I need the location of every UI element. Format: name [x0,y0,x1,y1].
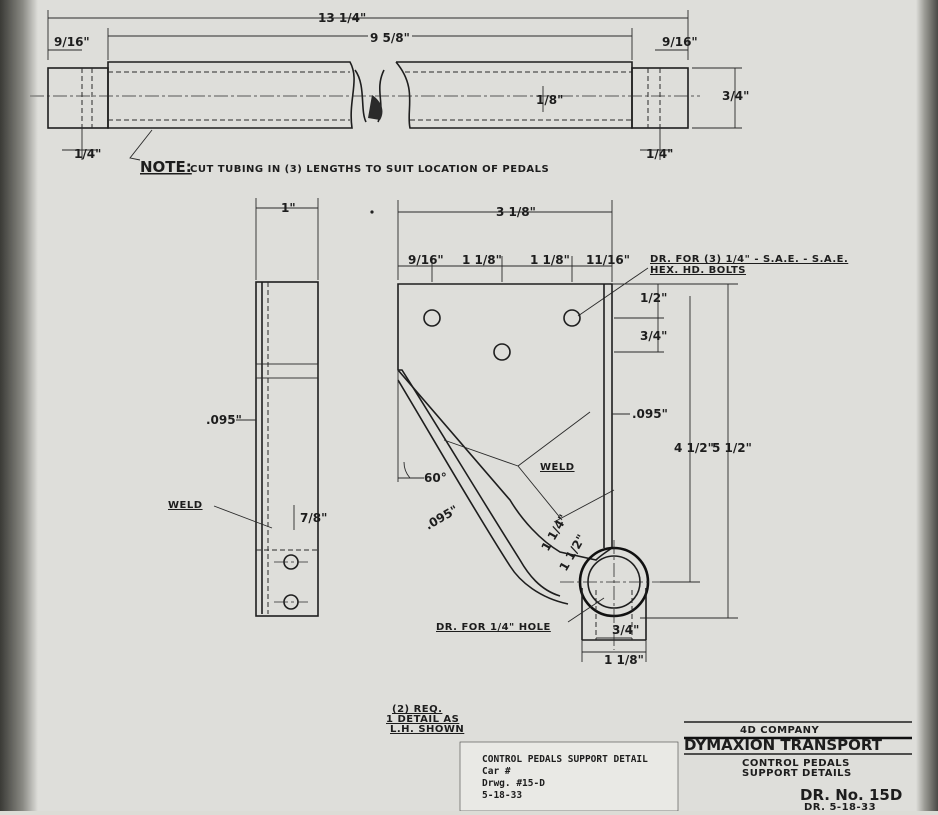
spacing-3-dim: 1 1/8" [530,253,570,267]
right-lower-dim: 1/4" [646,147,673,161]
stamp-line1: CONTROL PEDALS SUPPORT DETAIL [482,754,648,765]
side-weld-label: WELD [168,500,203,511]
center-dim: 1/8" [536,93,563,107]
drill-callout-1: DR. FOR (3) 1/4" - S.A.E. - S.A.E. [650,254,848,265]
stamp-line4: 5-18-33 [482,790,522,801]
side-wall-dim: .095" [206,413,242,427]
project-name: DYMAXION TRANSPORT [684,736,883,754]
front-width-dim: 3 1/8" [496,205,536,219]
view-label-line3: L.H. SHOWN [390,724,464,735]
drawing-number: DR. No. 15D [800,786,902,804]
drawing-date: DR. 5-18-33 [804,802,876,811]
height-inner-dim: 4 1/2" [674,441,714,455]
detail-line2: SUPPORT DETAILS [742,768,852,779]
stamp-line2: Car # [482,766,511,777]
drill-bottom-callout: DR. FOR 1/4" HOLE [436,622,551,633]
hole-v2-dim: 3/4" [640,329,667,343]
overall-length-dim: 13 1/4" [318,11,366,25]
bore-dim: 3/4" [612,623,639,637]
height-outer-dim: 5 1/2" [712,441,752,455]
stamp-line3: Drwg. #15-D [482,778,545,789]
mid-length-dim: 9 5/8" [370,31,410,45]
spacing-2-dim: 1 1/8" [462,253,502,267]
hole-v1-dim: 1/2" [640,291,667,305]
scan-shadow-left [0,0,38,811]
spacing-1-dim: 9/16" [408,253,444,267]
side-view: 1" .095" WELD 7/8" [168,198,327,617]
company-name: 4D COMPANY [740,725,820,736]
note-heading: NOTE: [140,158,192,176]
detail-line1: CONTROL PEDALS [742,758,850,769]
left-lower-dim: 1/4" [74,147,101,161]
side-width-dim: 1" [281,201,296,215]
archive-stamp: CONTROL PEDALS SUPPORT DETAIL Car # Drwg… [459,741,679,812]
view-label: (2) REQ. 1 DETAIL AS L.H. SHOWN [386,704,464,735]
tube-view: 13 1/4" 9 5/8" 9/16" 9/16" 1/8" [30,10,749,176]
right-end-dim: 9/16" [662,35,698,49]
title-block: 4D COMPANY DYMAXION TRANSPORT CONTROL PE… [684,721,912,813]
scan-shadow-right [916,0,938,811]
left-end-dim: 9/16" [54,35,90,49]
height-dim: 3/4" [722,89,749,103]
spacing-4-dim: 11/16" [586,253,630,267]
drill-callout-2: HEX. HD. BOLTS [650,265,746,276]
right-wall-dim: .095" [632,407,668,421]
angle-dim: 60° [424,471,447,485]
view-label-line1: (2) REQ. [392,704,442,715]
side-slot-dim: 7/8" [300,511,327,525]
front-weld-label: WELD [540,462,575,473]
bottom-width-dim: 1 1/8" [604,653,644,667]
view-label-line2: 1 DETAIL AS [386,714,459,725]
note-text: CUT TUBING IN (3) LENGTHS TO SUIT LOCATI… [190,164,549,175]
